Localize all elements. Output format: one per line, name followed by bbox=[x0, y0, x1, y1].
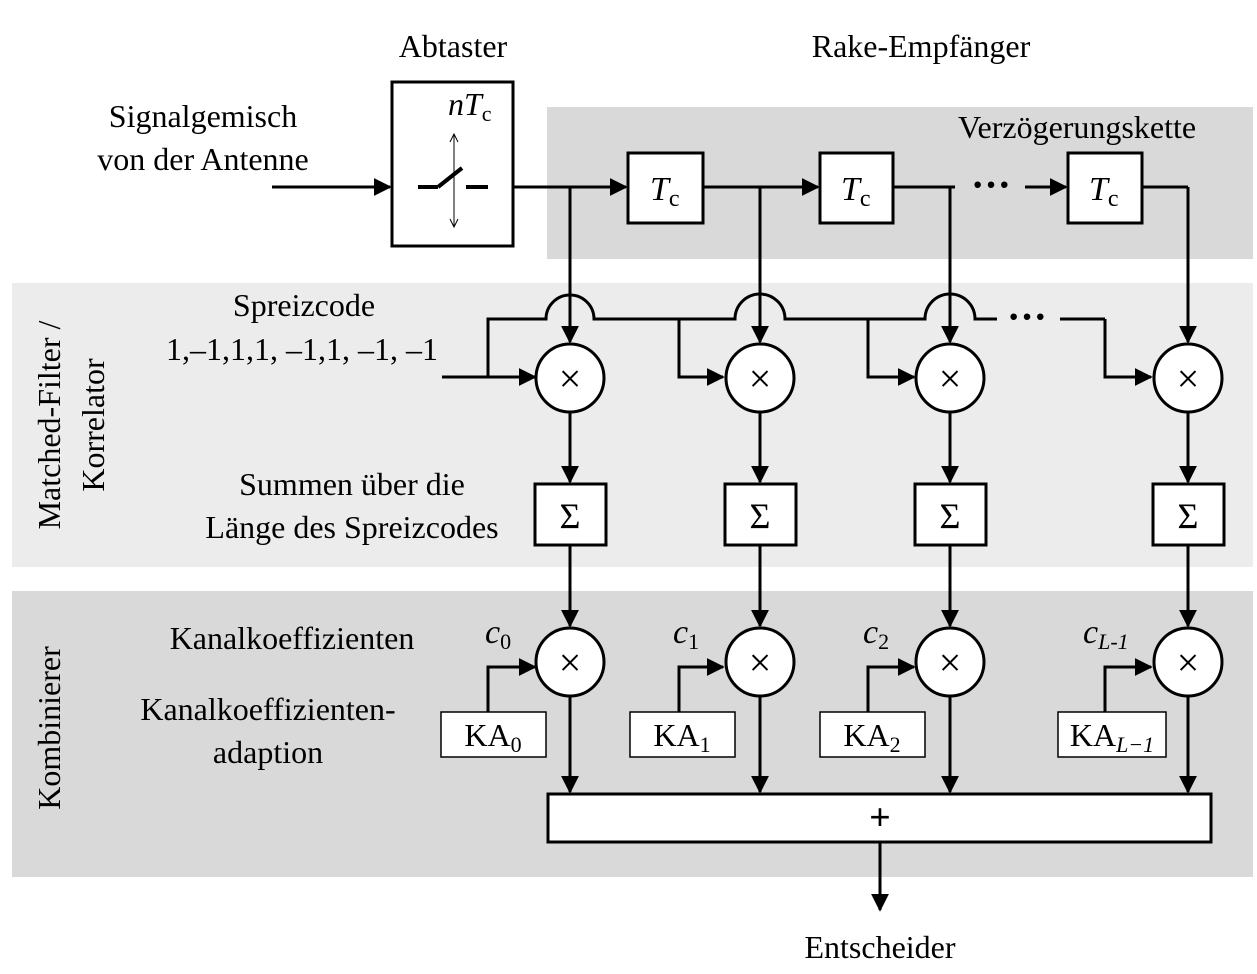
combiner-multiplier-3: × bbox=[914, 626, 986, 698]
sum-block-4: Σ bbox=[1151, 482, 1226, 547]
sampler-rate: nTc bbox=[448, 86, 492, 126]
sum-label-line1: Summen über die bbox=[239, 466, 465, 502]
sum-block-2: Σ bbox=[723, 482, 798, 547]
correlator-panel bbox=[12, 283, 1253, 567]
adder-box bbox=[546, 792, 1213, 844]
input-label-line1: Signalgemisch bbox=[109, 98, 297, 134]
coeff-adapt-line2: adaption bbox=[213, 734, 323, 770]
delay-ellipsis: ··· bbox=[971, 162, 1011, 207]
coeff-label-2: c1 bbox=[673, 614, 699, 654]
svg-text:×: × bbox=[749, 640, 772, 685]
svg-text:×: × bbox=[1177, 356, 1200, 401]
spread-code-title: Spreizcode bbox=[233, 287, 375, 323]
svg-text:Σ: Σ bbox=[940, 496, 961, 536]
combiner-multiplier-4: × bbox=[1152, 626, 1224, 698]
correlator-multiplier-3: × bbox=[914, 342, 986, 414]
svg-text:×: × bbox=[559, 356, 582, 401]
svg-text:KA2: KA2 bbox=[843, 717, 900, 757]
svg-text:×: × bbox=[559, 640, 582, 685]
combiner-multiplier-2: × bbox=[724, 626, 796, 698]
sum-block-3: Σ bbox=[913, 482, 988, 547]
correlator-multiplier-2: × bbox=[724, 342, 796, 414]
svg-text:×: × bbox=[749, 356, 772, 401]
sum-block-1: Σ bbox=[533, 482, 608, 547]
delay-element-3: Tc bbox=[1066, 151, 1144, 225]
combiner-multiplier-1: × bbox=[534, 626, 606, 698]
correlator-multiplier-4: × bbox=[1152, 342, 1224, 414]
sampler-box bbox=[390, 80, 515, 248]
coeff-label-1: c0 bbox=[485, 614, 511, 654]
input-label-line2: von der Antenne bbox=[97, 141, 309, 177]
delay-element-1: Tc bbox=[626, 151, 705, 225]
channel-coeffs-label: Kanalkoeffizienten bbox=[170, 620, 415, 656]
section-combiner-label: Kombinierer bbox=[31, 646, 67, 810]
svg-text:Σ: Σ bbox=[1178, 496, 1199, 536]
svg-text:KAL−1: KAL−1 bbox=[1070, 717, 1154, 757]
code-feed-4 bbox=[1103, 319, 1153, 386]
ka-feed-4 bbox=[1103, 658, 1153, 712]
section-correlator-label-line1: Matched-Filter / bbox=[31, 320, 67, 529]
svg-text:Tc: Tc bbox=[1089, 171, 1119, 212]
spread-code-values: 1,–1,1,1, –1,1, –1, –1 bbox=[166, 331, 438, 367]
coeff-label-3: c2 bbox=[863, 614, 889, 654]
coeff-label-4: cL-1 bbox=[1083, 614, 1129, 654]
sum-label-line2: Länge des Spreizcodes bbox=[205, 509, 498, 545]
delay-chain-label: Verzögerungskette bbox=[958, 109, 1196, 145]
ka-block-1: KA0 bbox=[440, 711, 547, 758]
svg-text:KA0: KA0 bbox=[464, 717, 521, 757]
correlator-multiplier-1: × bbox=[534, 342, 606, 414]
ka-feed-3 bbox=[866, 658, 916, 712]
decider-label: Entscheider bbox=[804, 929, 955, 965]
delay-element-2: Tc bbox=[818, 151, 895, 225]
svg-text:×: × bbox=[1177, 640, 1200, 685]
adder-symbol: + bbox=[869, 797, 891, 839]
svg-text:Σ: Σ bbox=[560, 496, 581, 536]
ka-feed-1 bbox=[486, 658, 537, 712]
sampler-title: Abtaster bbox=[399, 28, 508, 64]
code-feed-2 bbox=[677, 319, 725, 386]
svg-text:Tc: Tc bbox=[650, 171, 680, 212]
coeff-adapt-line1: Kanalkoeffizienten- bbox=[140, 691, 395, 727]
svg-text:×: × bbox=[939, 356, 962, 401]
svg-text:×: × bbox=[939, 640, 962, 685]
ka-block-4: KAL−1 bbox=[1057, 711, 1167, 758]
spread-code-ellipsis: ··· bbox=[1007, 294, 1047, 339]
ka-block-2: KA1 bbox=[629, 711, 736, 758]
ka-feed-2 bbox=[677, 658, 725, 712]
switch-icon bbox=[418, 134, 488, 227]
svg-text:KA1: KA1 bbox=[653, 717, 710, 757]
ka-block-3: KA2 bbox=[819, 711, 926, 758]
svg-text:Tc: Tc bbox=[841, 171, 871, 212]
svg-text:Σ: Σ bbox=[750, 496, 771, 536]
section-correlator-label-line2: Korrelator bbox=[75, 358, 111, 492]
rake-title: Rake-Empfänger bbox=[812, 28, 1031, 64]
code-feed-3 bbox=[866, 319, 916, 386]
